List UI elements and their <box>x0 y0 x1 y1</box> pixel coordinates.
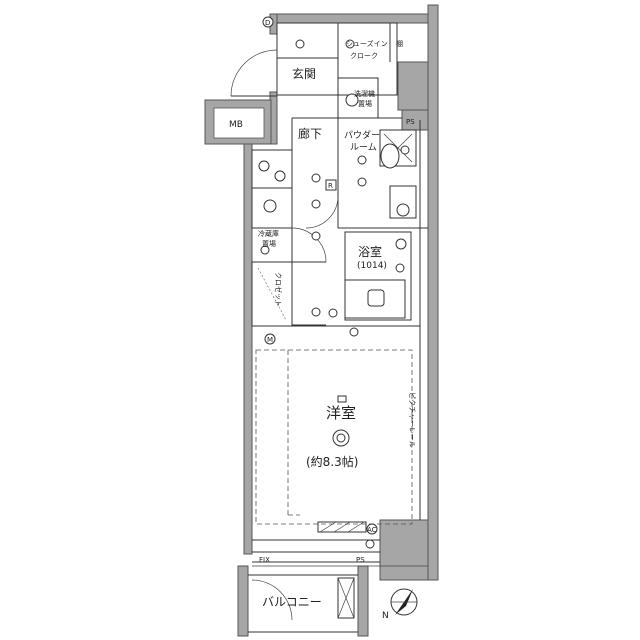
ac-label: AC <box>367 526 377 534</box>
closet-label: クロゼット <box>274 272 283 307</box>
shoe-closet-label-2: クローク <box>350 52 378 60</box>
ceiling-light-icon <box>311 231 321 241</box>
room-labels: 玄関 廊下 パウダー ルーム 浴室 (1014) 洋室 (約8.3帖) バルコニ… <box>258 39 416 609</box>
ps-lower-label: PS <box>356 556 365 564</box>
powder-room-label-2: ルーム <box>350 142 377 153</box>
r-label: R <box>328 182 333 190</box>
fridge-space-label-2: 置場 <box>262 239 276 248</box>
ceiling-light-icon <box>357 155 367 165</box>
powder-room-label-1: パウダー <box>344 129 380 141</box>
ceiling-light-icon <box>311 173 321 183</box>
ceiling-light-icon <box>311 307 321 317</box>
ceiling-light-icon <box>357 177 367 187</box>
mb-label: MB <box>229 120 243 130</box>
north-label: N <box>382 611 389 621</box>
m-mark <box>264 333 276 345</box>
fridge-space-label-1: 冷蔵庫 <box>258 229 279 238</box>
washer-space-label-1: 洗濯機 <box>354 89 375 98</box>
entrance-label: 玄関 <box>292 66 316 81</box>
corridor-label: 廊下 <box>298 126 322 141</box>
balcony-label: バルコニー <box>262 595 322 609</box>
ps-upper-label: PS <box>406 118 415 126</box>
bath-label: 浴室 <box>358 244 382 259</box>
partitions <box>248 22 428 633</box>
ac-mark <box>366 523 378 535</box>
western-room-label: 洋室 <box>326 404 356 422</box>
north-arrow-icon: N <box>382 588 418 621</box>
walls <box>204 4 439 637</box>
shoe-closet-label-1: シューズイン <box>346 39 388 48</box>
ceiling-light-icon <box>345 39 355 49</box>
western-room-size-label: (約8.3帖) <box>306 454 358 469</box>
ceiling-light-icon <box>295 39 305 49</box>
ceiling-lights <box>260 39 410 549</box>
r-mark <box>325 179 337 191</box>
m-label: M <box>267 336 273 344</box>
fixtures <box>258 93 417 307</box>
ceiling-light-icon <box>311 199 321 209</box>
d-label: D <box>265 19 270 27</box>
d-mark <box>262 16 274 28</box>
washer-space-label-2: 置場 <box>358 99 372 108</box>
doors <box>230 49 339 621</box>
bath-size-label: (1014) <box>357 261 387 271</box>
marks: MB PS PS FIX D R M AC <box>229 16 415 564</box>
picture-rail-label: ピクチャーレール <box>408 392 416 448</box>
fix-label: FIX <box>259 556 270 564</box>
shelf-label: 棚 <box>396 39 403 48</box>
